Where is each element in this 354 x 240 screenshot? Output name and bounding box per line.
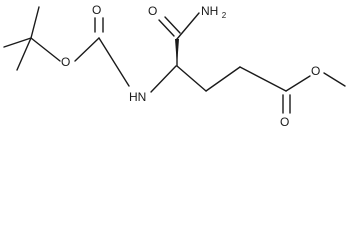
bond-ester-carbon-to-oxygen bbox=[285, 75, 311, 92]
bond-tbu-quaternary-methyl-left bbox=[3, 37, 32, 48]
bond-ch2-1-to-ch2-2 bbox=[205, 66, 241, 92]
atom-label-o-ester-methoxy: O bbox=[311, 64, 320, 78]
bond-nh-to-alpha-carbon bbox=[150, 65, 177, 93]
atom-label-o-ester-carbonyl: O bbox=[280, 115, 289, 129]
bond-tbu-quaternary-methyl-top bbox=[30, 6, 40, 39]
atom-label-nh2: NH 2 bbox=[201, 4, 227, 20]
bond-ch2-2-to-ester-carbon bbox=[239, 66, 287, 92]
bond-boc-carbon-to-nh bbox=[98, 37, 130, 87]
bond-amide-carbonyl-1 bbox=[158, 19, 175, 37]
bond-methoxy-oxygen-to-methyl bbox=[323, 72, 346, 87]
atom-label-o-boc-carbonyl: O bbox=[92, 3, 101, 17]
molecule-structure-diagram: O O HN O NH 2 O O bbox=[3, 3, 346, 129]
atom-label-nh2-subscript: 2 bbox=[222, 11, 227, 20]
atom-label-o-amide: O bbox=[148, 4, 157, 18]
molecule-canvas: O O HN O NH 2 O O bbox=[3, 3, 346, 129]
bond-amide-to-nh2 bbox=[176, 12, 200, 40]
bond-tbu-quaternary-methyl-lower bbox=[16, 37, 32, 71]
bond-oxygen-to-boc-carbon bbox=[74, 37, 100, 62]
bond-alpha-to-ch2-1 bbox=[176, 65, 207, 92]
bond-amide-carbonyl-2 bbox=[164, 16, 181, 34]
atom-label-nh2-main: NH bbox=[201, 4, 218, 18]
atom-label-o-boc-ester: O bbox=[61, 55, 70, 69]
bond-tbu-to-oxygen bbox=[30, 37, 61, 62]
atom-label-nh: HN bbox=[129, 90, 146, 104]
